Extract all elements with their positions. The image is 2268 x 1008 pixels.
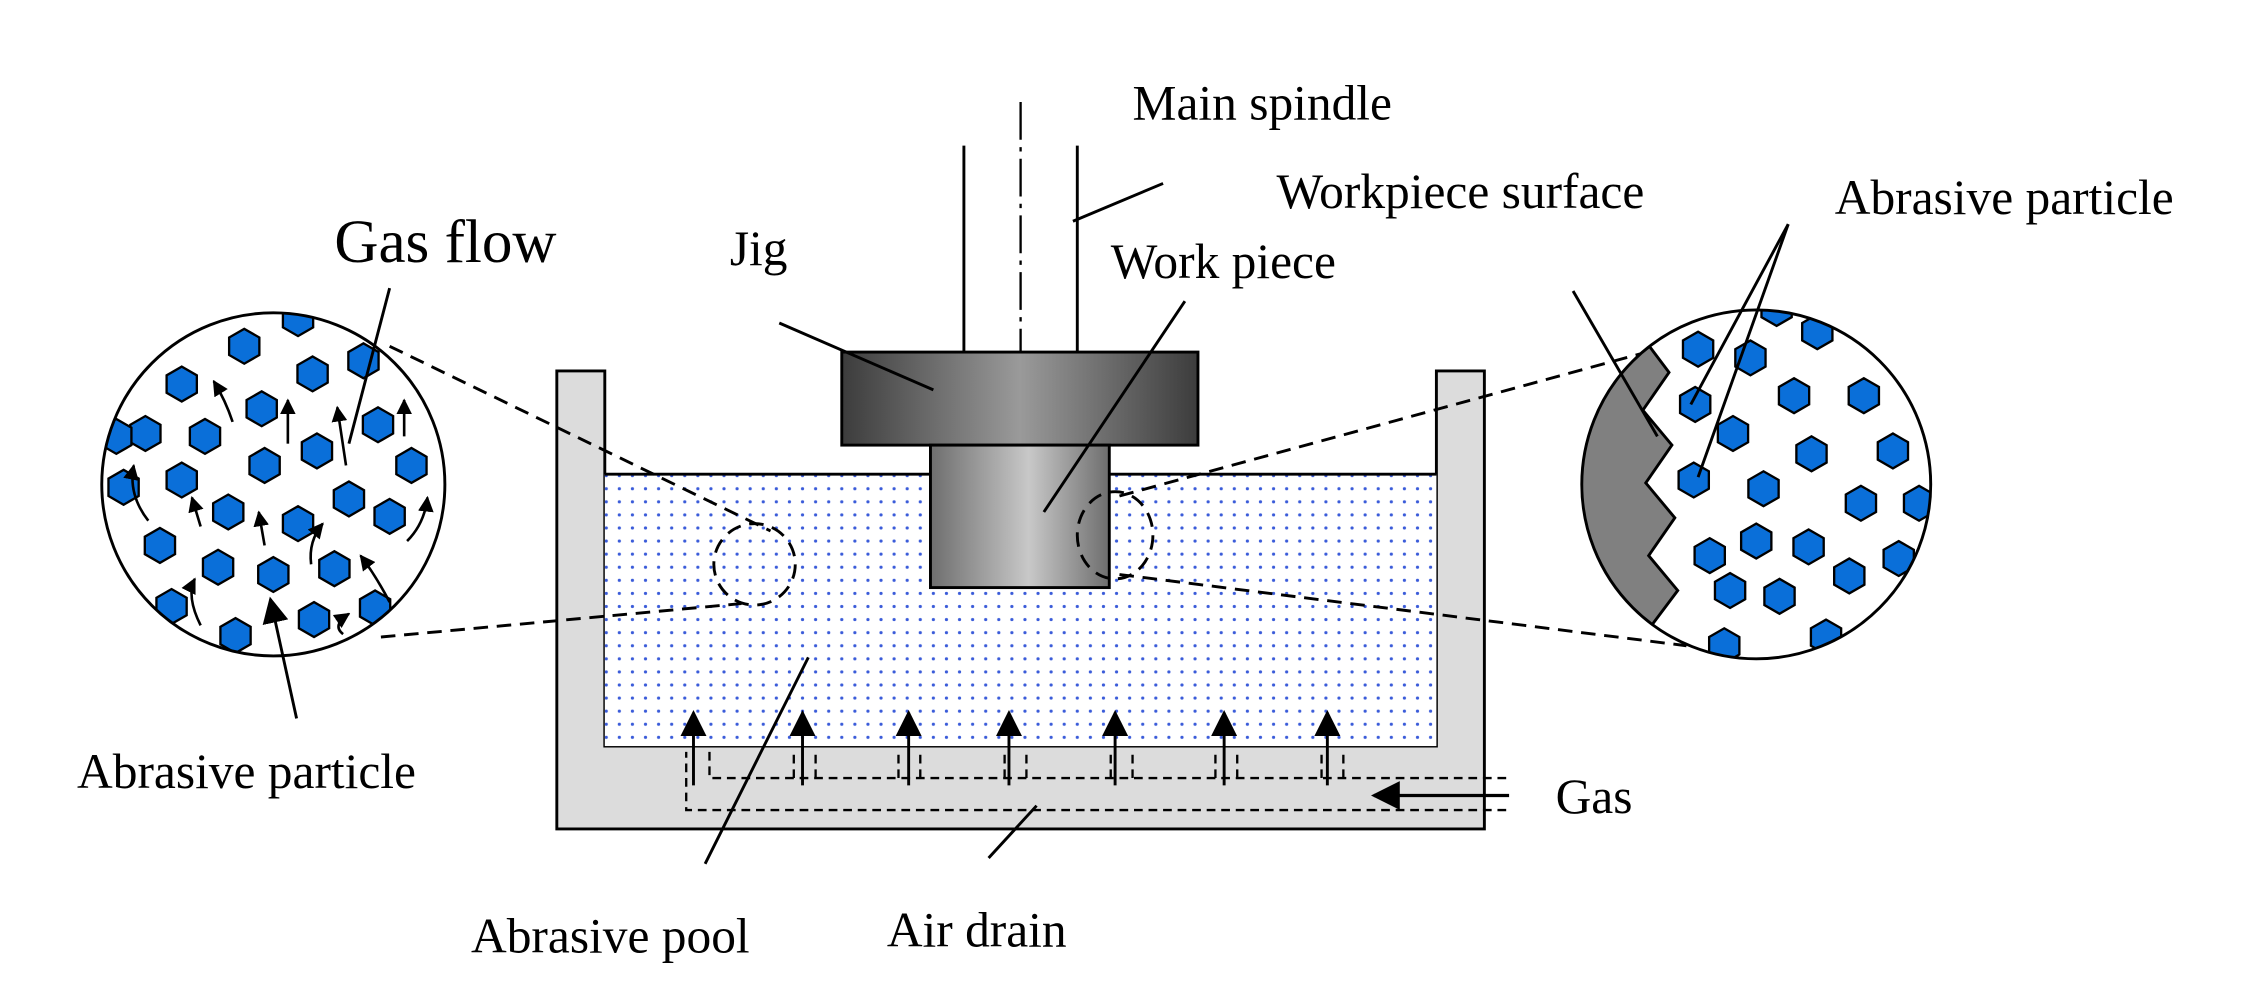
abrasive-particles-left	[101, 312, 428, 655]
gas-up-arrows	[680, 710, 1341, 786]
gas-flow-arrow	[123, 463, 150, 522]
gas-flow-arrow	[188, 495, 204, 527]
leader-main-spindle	[1072, 182, 1164, 223]
abrasive-particle-icon	[1760, 309, 1793, 328]
abrasive-particle-icon	[361, 405, 395, 444]
abrasive-particle-icon	[165, 461, 199, 499]
abrasive-particle-icon	[395, 446, 428, 485]
leader-abrasive-right-2	[1696, 223, 1790, 478]
abrasive-particle-icon	[1693, 536, 1727, 575]
right-zoom-view	[1580, 308, 1933, 661]
abrasive-particle-icon	[155, 587, 188, 626]
abrasive-particle-icon	[257, 555, 290, 594]
abrasive-particle-icon	[188, 417, 222, 456]
abrasive-particle-icon	[373, 497, 406, 536]
abrasive-particle-icon	[143, 526, 177, 565]
abrasive-particle-icon	[1844, 484, 1878, 523]
abrasive-particle-icon	[211, 493, 245, 531]
label-jig: Jig	[730, 221, 788, 276]
label-air-drain: Air drain	[887, 903, 1067, 958]
label-abrasive-particle-left: Abrasive particle	[77, 744, 416, 799]
abrasive-particle-icon	[1713, 571, 1747, 610]
leader-abrasive-right-1	[1689, 223, 1790, 406]
abrasive-particle-icon	[129, 414, 162, 453]
abrasive-particle-icon	[1763, 577, 1796, 616]
abrasive-particle-icon	[347, 342, 380, 380]
leader-abrasive-pool	[703, 656, 810, 865]
label-workpiece-surface: Workpiece surface	[1276, 164, 1644, 219]
leader-air-drain	[987, 804, 1038, 859]
gas-flow-arrow	[307, 522, 324, 565]
gas-flow-arrows	[123, 379, 434, 636]
leader-work-piece	[1042, 300, 1187, 513]
zoom-indicators	[380, 344, 1687, 648]
abrasive-particle-icon	[300, 432, 334, 470]
abrasive-particle-icon	[201, 548, 235, 587]
abrasive-pool	[604, 472, 1437, 747]
left-zoom-view	[100, 311, 447, 658]
abrasive-particle-icon	[1833, 557, 1866, 595]
leader-gas-flow	[347, 287, 392, 445]
abrasive-particle-icon	[1792, 528, 1825, 566]
abrasive-particle-icon	[1716, 414, 1750, 453]
abrasive-particle-icon	[1902, 484, 1931, 523]
abrasive-particle-icon	[1678, 385, 1712, 424]
label-gas: Gas	[1556, 769, 1633, 824]
leader-jig	[778, 321, 934, 392]
gas-flow-arrow	[181, 577, 202, 626]
gas-flow-arrow	[332, 612, 351, 636]
gas-flow-arrow	[212, 379, 234, 423]
abrasive-particle-icon	[1876, 432, 1910, 470]
label-abrasive-particle-right: Abrasive particle	[1835, 170, 2174, 225]
label-main-spindle: Main spindle	[1133, 75, 1392, 130]
abrasive-particle-icon	[1882, 539, 1916, 578]
leader-abrasive-left	[262, 596, 299, 719]
abrasive-particle-icon	[1677, 461, 1711, 499]
abrasive-particle-icon	[1777, 376, 1811, 415]
gas-flow-arrow	[359, 554, 391, 603]
leader-workpiece-surface	[1571, 290, 1659, 438]
abrasive-particle-icon	[1747, 469, 1780, 508]
abrasive-particle-icon	[227, 327, 261, 366]
abrasive-particle-icon	[296, 355, 329, 393]
gas-flow-arrow	[253, 510, 269, 546]
abrasive-particle-icon	[281, 504, 315, 543]
abrasive-particle-icon	[248, 446, 281, 485]
leader-lines	[262, 182, 1790, 865]
abrasive-particle-icon	[245, 389, 278, 428]
abrasive-particle-icon	[165, 365, 199, 403]
abrasive-particle-icon	[1739, 522, 1773, 560]
gas-flow-arrow	[406, 495, 434, 542]
label-abrasive-pool: Abrasive pool	[471, 909, 750, 964]
jig	[840, 350, 1200, 447]
abrasive-particle-icon	[318, 549, 351, 588]
label-gas-flow: Gas flow	[334, 209, 556, 276]
abrasive-particle-icon	[1681, 330, 1715, 368]
abrasive-particle-icon	[281, 312, 315, 338]
abrasive-particle-icon	[1847, 376, 1881, 415]
gas-flow-arrow	[331, 405, 348, 466]
abrasive-particle-icon	[332, 480, 366, 518]
air-drain	[685, 751, 1507, 812]
abrasive-particles-right	[1677, 309, 1931, 659]
abrasive-particle-icon	[297, 600, 331, 639]
abrasive-particle-icon	[1795, 435, 1828, 473]
label-work-piece: Work piece	[1111, 234, 1336, 289]
